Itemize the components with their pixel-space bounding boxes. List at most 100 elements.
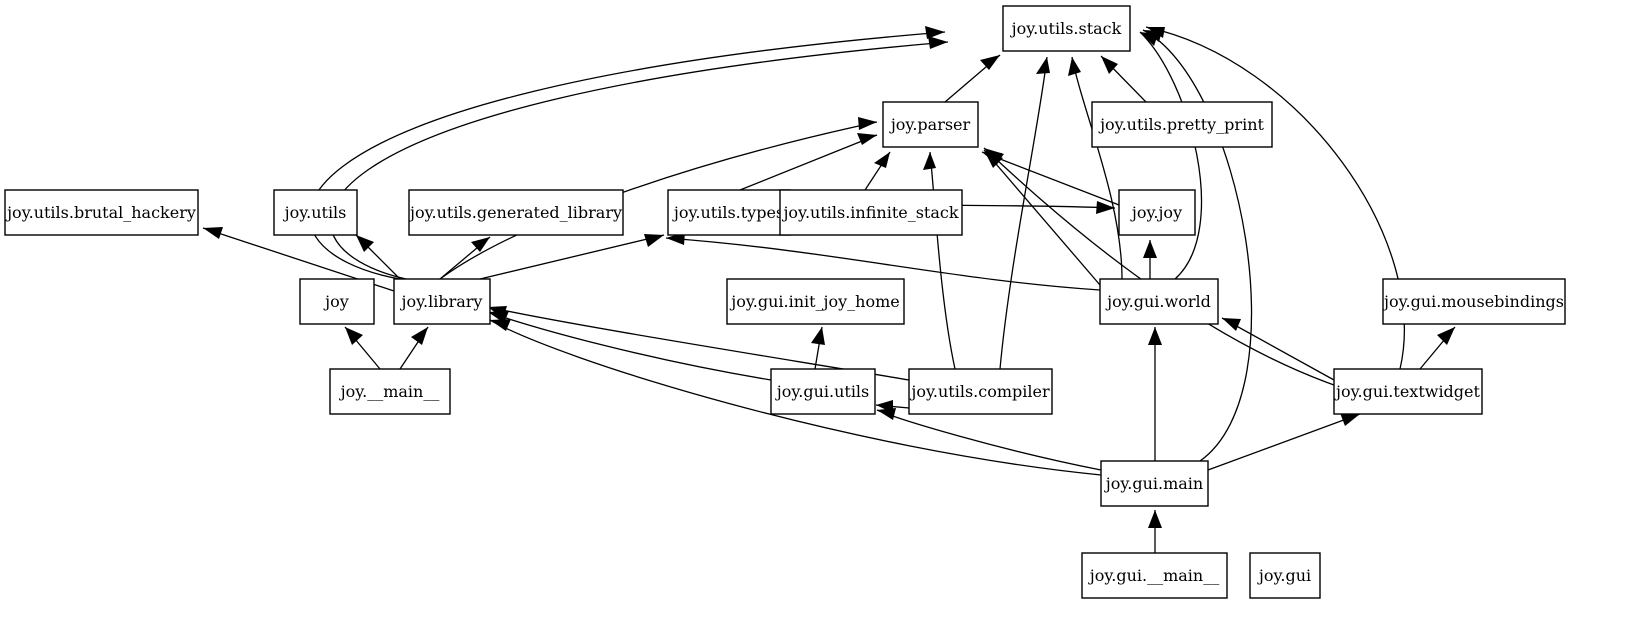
graph-node[interactable]: joy.joy <box>1118 189 1196 236</box>
node-label: joy.joy <box>1130 203 1182 222</box>
graph-node[interactable]: joy.gui.__main__ <box>1081 552 1228 599</box>
graph-node[interactable]: joy.gui.textwidget <box>1333 368 1483 415</box>
edge <box>864 151 891 191</box>
arrowhead-icon <box>811 327 825 345</box>
graph-node[interactable]: joy.gui.utils <box>770 368 876 415</box>
node-box[interactable] <box>770 368 876 415</box>
graph-node[interactable]: joy.gui.world <box>1099 278 1219 325</box>
node-box[interactable] <box>667 189 791 236</box>
arrowhead-icon <box>471 237 490 252</box>
edge-line <box>1139 31 1203 280</box>
edge <box>983 149 1101 286</box>
edge-line <box>983 147 1335 386</box>
edge <box>1142 29 1253 462</box>
node-box[interactable] <box>1382 278 1566 325</box>
arrowhead-icon <box>874 152 890 168</box>
edge <box>1139 31 1203 280</box>
node-box[interactable] <box>393 278 491 325</box>
edge-line <box>1071 56 1123 280</box>
graph-node[interactable]: joy.parser <box>882 101 979 148</box>
arrowhead-icon <box>644 234 664 247</box>
edge <box>479 234 665 280</box>
arrowhead-icon <box>1148 510 1162 528</box>
edge <box>923 151 956 370</box>
edge-line <box>999 56 1048 370</box>
arrowhead-icon <box>1148 327 1162 345</box>
edge <box>944 54 1001 103</box>
graph-node[interactable]: joy <box>299 278 375 325</box>
node-label: joy.utils.compiler <box>909 382 1050 401</box>
node-box[interactable] <box>1091 101 1273 148</box>
arrowhead-icon <box>857 133 877 145</box>
arrowhead-icon <box>488 306 507 319</box>
edge-line <box>479 234 665 280</box>
arrowhead-icon <box>1340 413 1360 426</box>
arrowhead-icon <box>1036 57 1050 74</box>
edge <box>1143 240 1157 279</box>
node-box[interactable] <box>779 189 963 236</box>
node-box[interactable] <box>1100 460 1209 507</box>
edge <box>1068 56 1123 280</box>
node-label: joy.library <box>400 292 483 311</box>
node-box[interactable] <box>726 278 905 325</box>
node-label: joy.parser <box>889 115 971 134</box>
node-box[interactable] <box>1099 278 1219 325</box>
node-box[interactable] <box>329 368 451 415</box>
graph-node[interactable]: joy.gui <box>1249 552 1321 599</box>
node-label: joy.utils.pretty_print <box>1098 115 1264 134</box>
graph-node[interactable]: joy.utils <box>273 189 358 236</box>
edge-line <box>487 311 772 381</box>
arrowhead-icon <box>984 148 1004 164</box>
node-box[interactable] <box>1081 552 1228 599</box>
graph-node[interactable]: joy.utils.stack <box>1002 5 1131 52</box>
node-box[interactable] <box>1118 189 1196 236</box>
node-box[interactable] <box>299 278 375 325</box>
node-label: joy.gui.mousebindings <box>1382 292 1564 311</box>
edge-line <box>1207 413 1361 471</box>
graph-node[interactable]: joy.utils.types <box>667 189 791 236</box>
graph-node[interactable]: joy.utils.brutal_hackery <box>4 189 199 236</box>
node-box[interactable] <box>1249 552 1321 599</box>
node-box[interactable] <box>1333 368 1483 415</box>
node-box[interactable] <box>882 101 979 148</box>
node-box[interactable] <box>908 368 1053 415</box>
graph-node[interactable]: joy.utils.infinite_stack <box>779 189 963 236</box>
edge <box>1100 55 1147 103</box>
graph-node[interactable]: joy.utils.compiler <box>908 368 1053 415</box>
graph-node[interactable]: joy.library <box>393 278 491 325</box>
edge <box>308 26 946 280</box>
node-box[interactable] <box>4 189 199 236</box>
graph-node[interactable]: joy.gui.main <box>1100 460 1209 507</box>
arrowhead-icon <box>928 36 948 49</box>
graph-node[interactable]: joy.__main__ <box>329 368 451 415</box>
edge-line <box>1142 29 1253 462</box>
node-box[interactable] <box>408 189 624 236</box>
node-box[interactable] <box>1002 5 1131 52</box>
graph-node[interactable]: joy.gui.init_joy_home <box>726 278 905 325</box>
arrowhead-icon <box>411 327 428 345</box>
edge-line <box>981 151 1120 206</box>
node-label: joy.utils.generated_library <box>408 203 622 222</box>
graph-node[interactable]: joy.utils.pretty_print <box>1091 101 1273 148</box>
edge <box>399 326 429 370</box>
node-label: joy.utils <box>283 203 347 222</box>
node-box[interactable] <box>273 189 358 236</box>
edge <box>999 56 1050 370</box>
graph-node[interactable]: joy.gui.mousebindings <box>1382 278 1566 325</box>
graph-node[interactable]: joy.utils.generated_library <box>408 189 624 236</box>
edge <box>329 36 949 280</box>
arrowhead-icon <box>203 227 223 239</box>
edge <box>1207 413 1361 471</box>
arrowhead-icon <box>345 327 363 345</box>
edge-line <box>739 134 878 191</box>
edge <box>355 234 401 280</box>
edge <box>1221 317 1335 381</box>
edge-line <box>489 319 1102 476</box>
edge <box>1419 326 1456 370</box>
arrowhead-icon <box>858 117 877 130</box>
arrowhead-icon <box>1146 27 1165 38</box>
node-label: joy.utils.brutal_hackery <box>5 203 196 222</box>
edge <box>344 326 381 370</box>
